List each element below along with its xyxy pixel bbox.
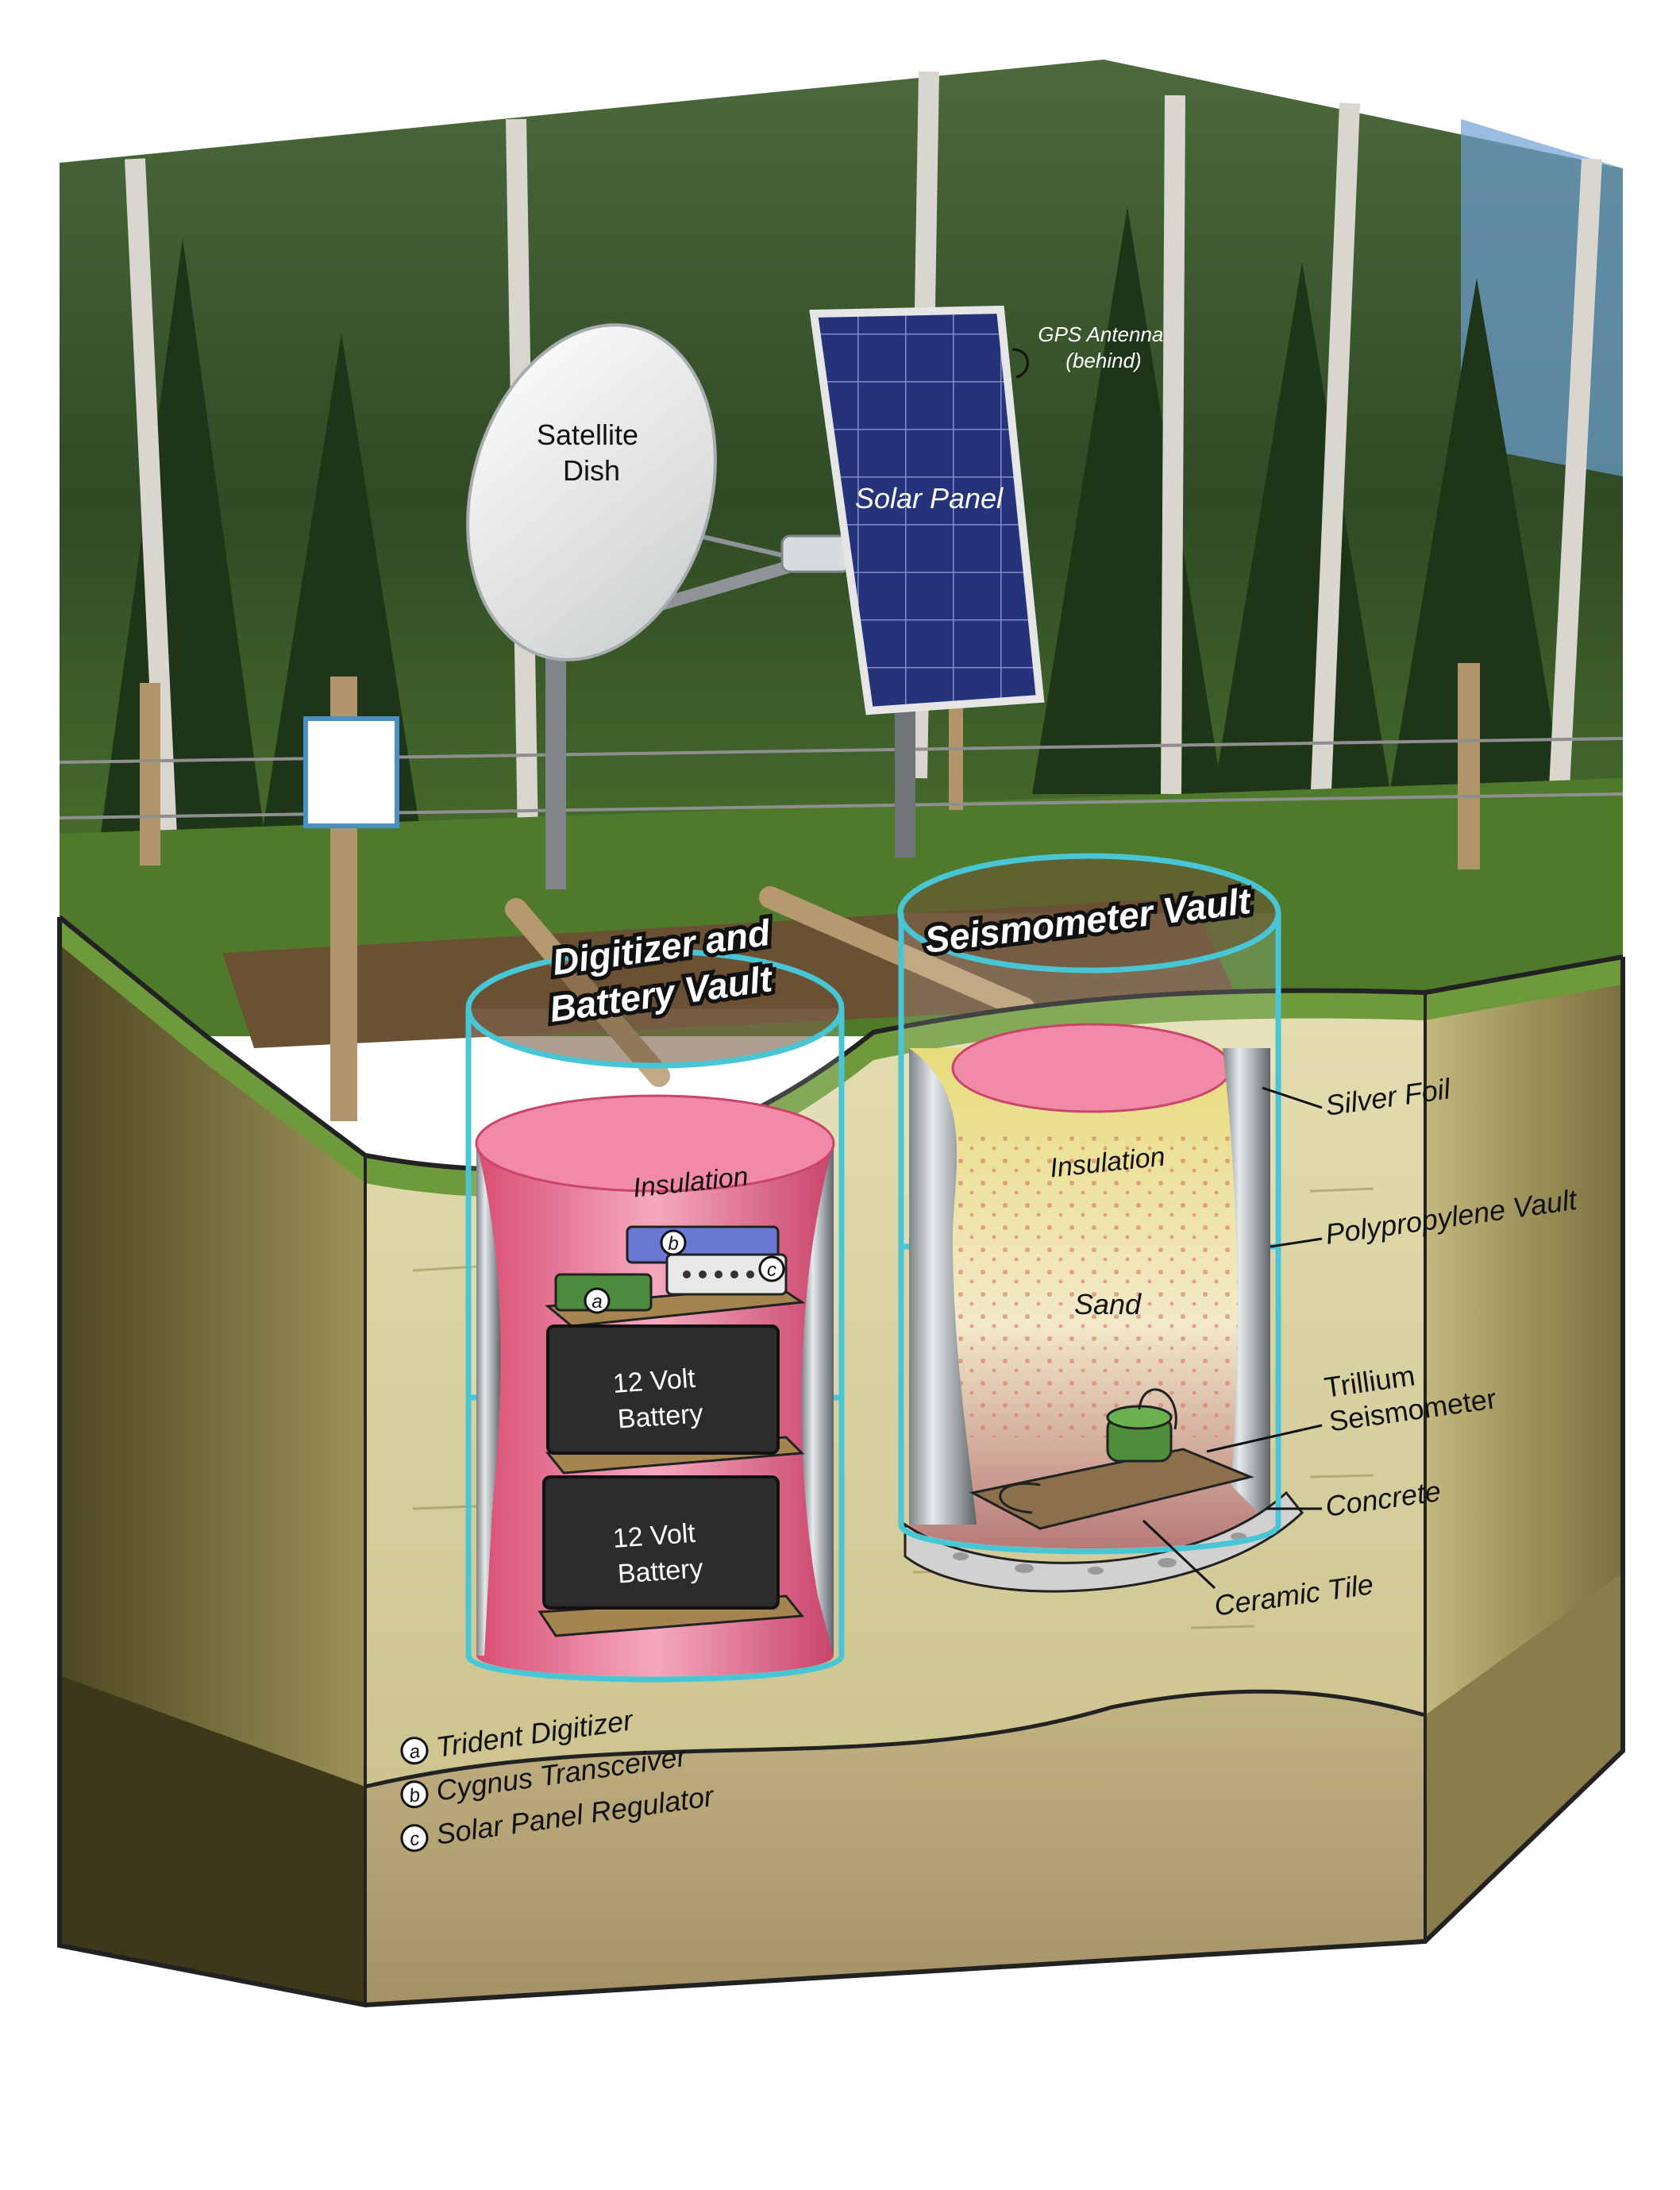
satellite-dish-label: Satellite Dish <box>537 418 646 487</box>
battery-top-label: 12 Volt Battery <box>612 1363 707 1435</box>
seismometer-vault <box>897 853 1304 1593</box>
satellite-dish <box>466 323 851 889</box>
digitizer-battery-vault <box>465 948 845 1683</box>
marker-c: c <box>758 1255 785 1282</box>
svg-text:c: c <box>767 1259 776 1281</box>
leader-lines <box>1011 348 1323 1590</box>
solar-panel <box>809 305 1045 858</box>
soil-left-face <box>60 917 365 2005</box>
solar-panel-label: Solar Panel <box>855 482 1004 515</box>
battery-top <box>546 1324 780 1455</box>
sign-board <box>303 716 399 828</box>
svg-text:c: c <box>408 1828 421 1850</box>
sand-label: Sand <box>1074 1288 1142 1321</box>
gps-antenna-label: GPS Antenna (behind) <box>1038 322 1169 372</box>
forest-background <box>59 60 1624 1121</box>
marker-a: a <box>584 1287 611 1314</box>
svg-text:a: a <box>591 1291 602 1313</box>
battery-bottom <box>542 1475 780 1610</box>
svg-text:b: b <box>668 1233 678 1255</box>
marker-b: b <box>660 1229 687 1256</box>
svg-text:a: a <box>408 1741 422 1764</box>
svg-text:b: b <box>408 1784 422 1807</box>
soil-right-face <box>1425 957 1623 1941</box>
battery-bottom-label: 12 Volt Battery <box>612 1517 707 1590</box>
